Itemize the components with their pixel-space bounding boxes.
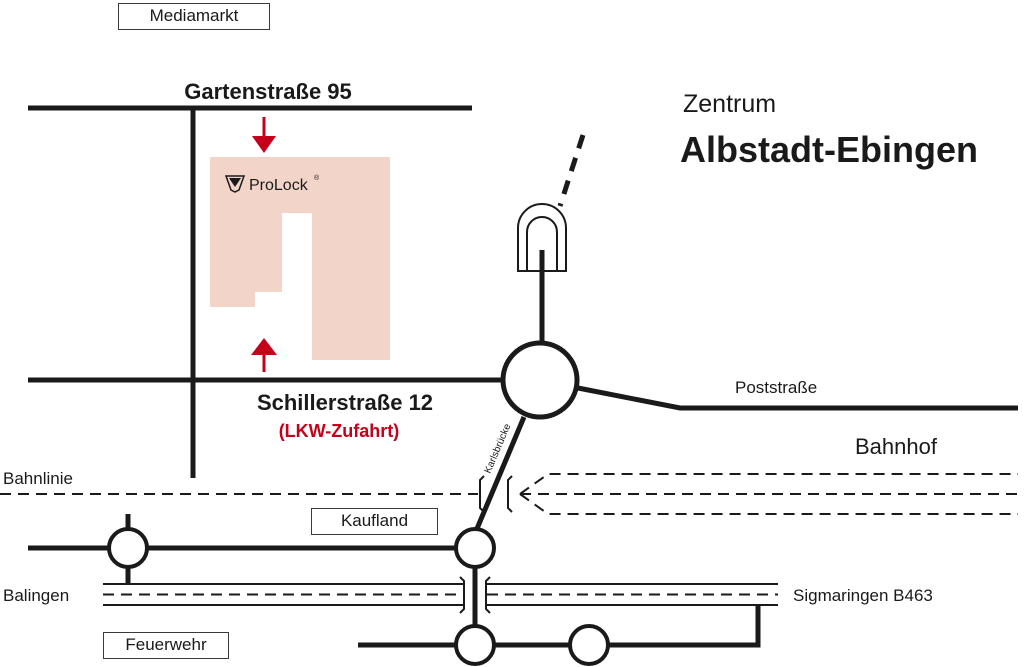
label-mediamarkt: Mediamarkt [118,3,270,30]
label-zentrum: Zentrum [683,90,776,118]
road-north-dashed [557,134,586,207]
label-poststrasse: Poststraße [735,378,817,397]
road-b463 [103,583,778,606]
tunnel-icon [517,203,567,272]
label-albstadt-ebingen: Albstadt-Ebingen [680,129,978,170]
road-feuerwehr-east [608,605,761,648]
label-prolock-mark: ® [314,174,320,182]
prolock-logo-icon [224,175,246,193]
arrow-down-icon [252,117,276,153]
roundabout-kaufland [454,527,496,569]
label-kaufland: Kaufland [311,508,438,535]
label-bahnhof: Bahnhof [855,434,938,459]
label-feuerwehr: Feuerwehr [103,632,229,659]
label-balingen: Balingen [3,586,69,605]
label-prolock: ProLock [249,177,309,194]
prolock-building [210,157,390,360]
label-bahnlinie: Bahnlinie [3,469,73,488]
label-lkw-zufahrt: (LKW-Zufahrt) [279,421,400,441]
label-gartenstrasse: Gartenstraße 95 [184,79,352,104]
road-poststrasse [577,385,1018,411]
roundabout-feuerwehr [568,624,610,666]
railway-bahnhof-upper [519,473,1018,495]
railway-bahnhof-lower [519,493,1018,515]
label-sigmaringen-b463: Sigmaringen B463 [793,586,933,605]
arrow-up-icon [251,338,277,372]
roundabout-south [454,624,496,666]
label-schillerstrasse: Schillerstraße 12 [257,390,433,415]
roundabout-west [107,527,149,569]
roundabout-main [500,340,580,420]
